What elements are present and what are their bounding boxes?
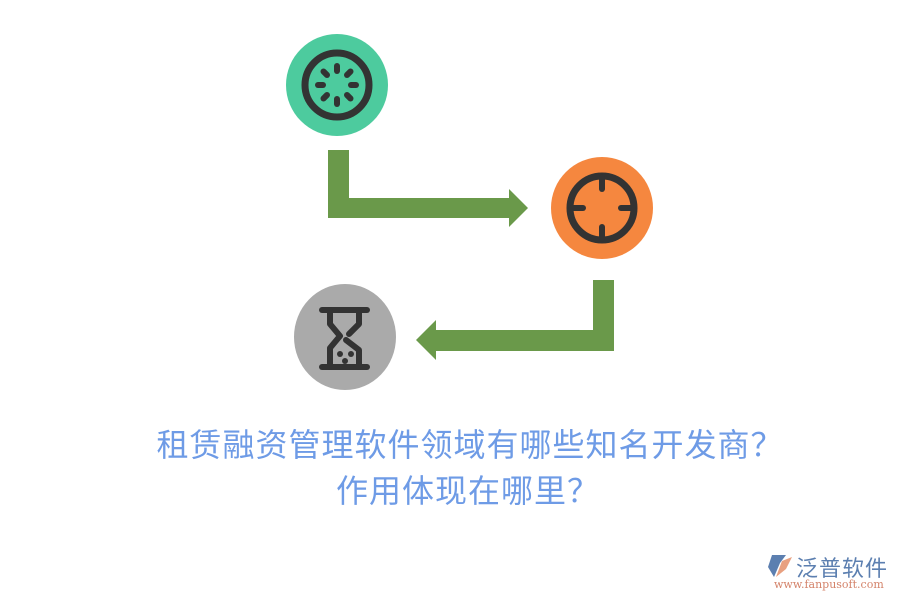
- loading-spinner-icon: [301, 49, 373, 121]
- brand-url: www.fanpusoft.com: [774, 578, 884, 591]
- crosshair-target-icon: [566, 172, 638, 244]
- hourglass-icon: [319, 307, 370, 370]
- fanpu-logo-icon: [768, 555, 792, 577]
- step-node-target: [551, 157, 653, 259]
- brand-logo: 泛普软件 www.fanpusoft.com: [766, 551, 896, 596]
- brand-name: 泛普软件: [796, 557, 889, 582]
- title-line-1: 租赁融资管理软件领域有哪些知名开发商？: [156, 426, 784, 464]
- step-node-loading: [286, 34, 388, 136]
- title-line-2: 作用体现在哪里？: [335, 472, 600, 510]
- step-node-hourglass: [294, 284, 396, 390]
